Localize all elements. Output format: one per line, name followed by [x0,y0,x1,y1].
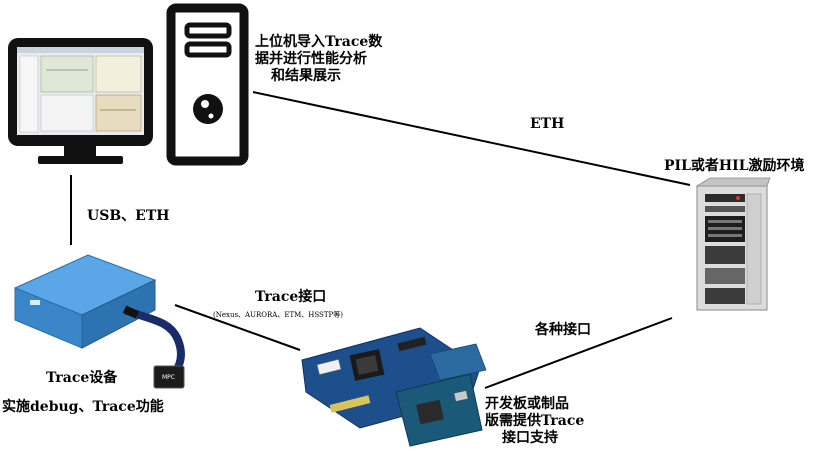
screen-pane-white [40,94,94,132]
cabinet-panel [705,194,745,202]
screen-titlebar [17,47,144,53]
various-interfaces-label: 各种接口 [535,322,591,338]
board-connector [316,359,342,375]
usb-eth-label: USB、ETH [87,208,170,224]
trace-cable-plug [122,305,140,319]
screen-tree-pane [19,55,39,133]
tower-power-highlight [201,100,209,108]
pc-caption-line-1: 上位机导入Trace数 [255,34,383,50]
cabinet-panel [705,206,745,212]
cabinet-module [705,246,745,264]
trace-device-side [81,279,156,349]
trace-device-function-label: 实施debug、Trace功能 [2,399,164,415]
board-secondary-chip [416,399,444,425]
cabinet-module [705,268,745,284]
pil-hil-label: PIL或者HIL激励环境 [664,158,805,174]
cabinet-rack-slot [708,234,742,237]
host-pc-monitor [8,38,153,164]
connector-trace-device-to-board [174,304,301,351]
connector-pc-to-hil-eth [252,91,691,186]
monitor-stand [38,156,123,164]
trace-device-label: Trace设备 [46,370,118,386]
host-pc-tower [166,3,249,166]
cabinet-rack-slot [708,227,742,230]
trace-device: MPC [13,254,185,389]
board-caption-line-3: 接口支持 [502,430,558,446]
trace-interface-protocols: (Nexus、AURORA、ETM、HSSTP等) [213,311,343,319]
cabinet-module [705,288,745,304]
screen-pane-yellow [95,55,142,93]
cabinet-rack-slot [708,220,742,223]
tower-power-button [193,94,223,124]
development-boards [301,327,487,447]
pc-caption-line-3: 和结果展示 [271,68,341,84]
board-caption-line-1: 开发板或制品 [485,396,569,412]
cabinet-side [746,193,762,305]
cabinet-indicator [736,196,740,200]
tower-drive-bay-1 [184,22,232,39]
cabinet-top [695,177,771,187]
hil-cabinet [695,177,771,311]
board-chip [355,355,379,375]
monitor-neck [64,146,96,158]
board-pins [329,395,371,413]
board-caption-line-2: 版需提供Trace [485,413,585,429]
mpc-badge: MPC [162,374,175,381]
connector-hil-to-board [484,317,673,389]
board-daughter [429,343,487,381]
tower-led [208,113,214,119]
trace-interface-label: Trace接口 [255,289,327,305]
trace-device-led [30,300,40,305]
board-header [397,336,427,352]
mpc-probe-adapter [153,365,185,389]
eth-link-label: ETH [530,116,565,132]
tower-drive-bay-2 [184,41,232,58]
screen-pane-green [40,55,94,93]
board-secondary-connector [454,390,468,402]
screen-pane-beige [95,94,142,132]
pc-caption-line-2: 据并进行性能分析 [255,51,367,67]
